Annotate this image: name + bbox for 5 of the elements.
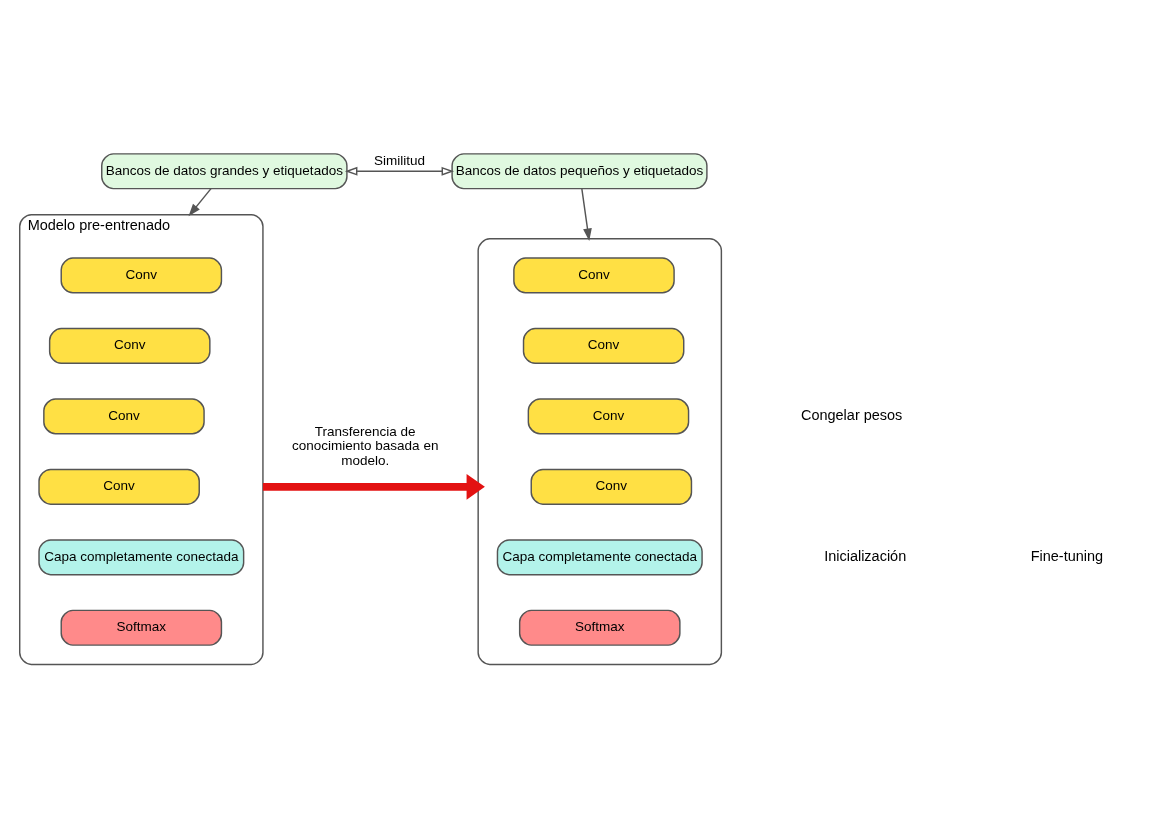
label: Inicialización	[824, 547, 907, 564]
label: Congelar pesos	[800, 406, 903, 423]
edge-label: Similitud	[373, 152, 426, 168]
edge-label: Transferencia de conocimiento basada en modelo.	[292, 423, 439, 468]
label: Fine-tuning	[1030, 547, 1104, 564]
